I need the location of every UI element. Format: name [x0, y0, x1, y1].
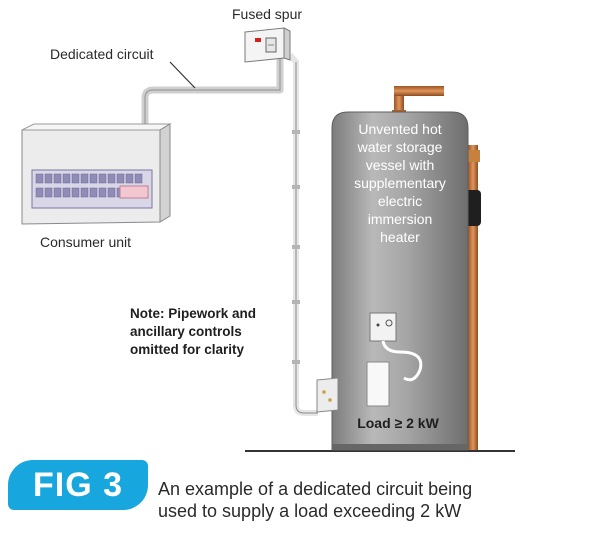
fused-spur-unit [244, 27, 291, 63]
dedicated-circuit-label: Dedicated circuit [50, 46, 154, 62]
note-text: Note: Pipework and ancillary controls om… [130, 306, 257, 357]
immersion-heater-box [369, 312, 397, 342]
junction-box [316, 377, 339, 413]
consumer-unit-box [21, 123, 172, 225]
fused-spur-label: Fused spur [232, 6, 303, 22]
figure-caption: An example of a dedicated circuit being … [158, 479, 473, 521]
storage-cylinder [331, 111, 469, 451]
cylinder-label: Unvented hot water storage vessel with s… [354, 121, 446, 245]
figure-badge: FIG 3 [8, 460, 148, 510]
heater-cable [381, 340, 423, 382]
load-label: Load ≥ 2 kW [357, 415, 439, 431]
leader-line [169, 61, 196, 89]
heater-switch-box [366, 361, 390, 407]
consumer-unit-label: Consumer unit [40, 234, 132, 250]
conduit-to-heater [287, 53, 318, 416]
conduit-clips [292, 130, 300, 364]
